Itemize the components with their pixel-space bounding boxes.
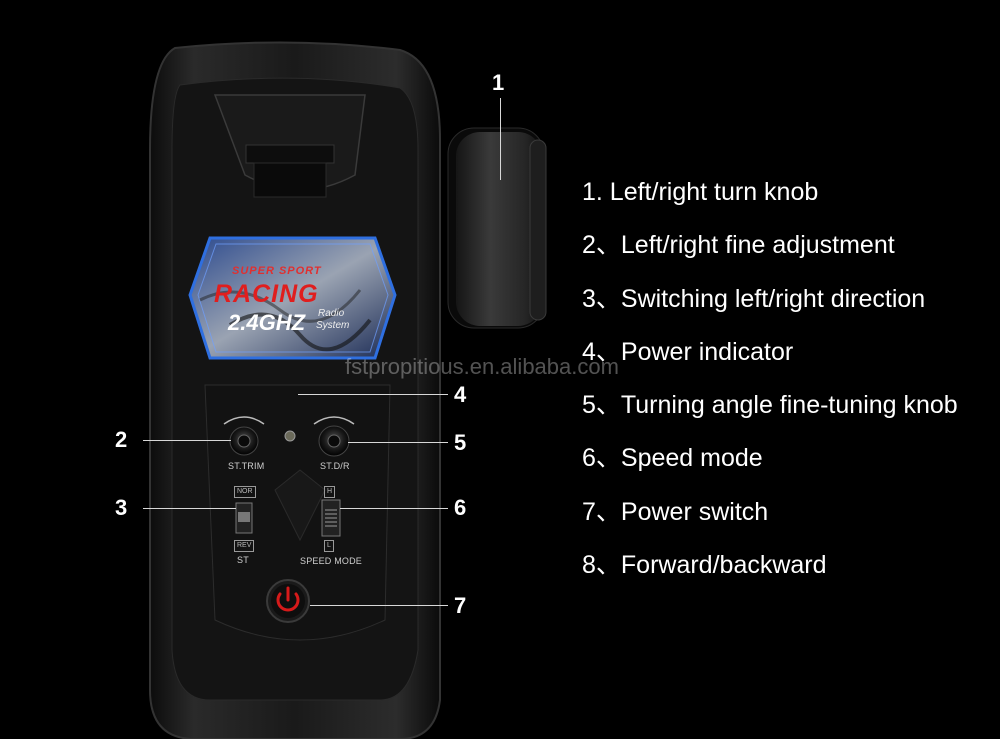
power-indicator-led [284, 430, 296, 442]
callout-3: 3 [115, 495, 128, 520]
legend-item: 2、Left/right fine adjustment [582, 231, 895, 260]
callout-5: 5 [454, 430, 467, 455]
legend-item: 4、Power indicator [582, 337, 794, 366]
callout-4: 4 [454, 382, 467, 407]
leader-3 [143, 508, 236, 509]
leader-6 [340, 508, 448, 509]
legend-item: 1. Left/right turn knob [582, 178, 819, 206]
st-trim-label: ST.TRIM [228, 461, 265, 471]
low-badge: L [324, 540, 334, 552]
leader-4 [298, 394, 448, 395]
leader-5 [348, 442, 448, 443]
legend-item: 6、Speed mode [582, 444, 763, 473]
radio-line1: Radio [318, 308, 345, 319]
leader-2 [143, 440, 231, 441]
watermark: fstpropitious.en.alibaba.com [345, 354, 619, 379]
st-dr-label: ST.D/R [320, 461, 350, 471]
rev-badge: REV [234, 540, 255, 552]
brand-line: SUPER SPORT [232, 265, 322, 277]
leader-1 [500, 98, 501, 180]
frequency-label: 2.4GHZ [228, 310, 306, 335]
callout-2: 2 [115, 427, 128, 452]
brand-panel [188, 236, 397, 360]
speed-mode-label: SPEED MODE [300, 556, 363, 566]
legend-item: 5、Turning angle fine-tuning knob [582, 391, 958, 420]
legend-item: 8、Forward/backward [582, 551, 827, 580]
power-button [266, 579, 310, 623]
nor-badge: NOR [234, 486, 256, 498]
high-badge: H [324, 486, 336, 498]
st-label: ST [237, 555, 249, 565]
callout-6: 6 [454, 495, 467, 520]
feature-legend: 1. Left/right turn knob 2、Left/right fin… [582, 175, 958, 601]
legend-item: 3、Switching left/right direction [582, 284, 926, 313]
steering-wheel [447, 127, 547, 329]
callout-7: 7 [454, 593, 467, 618]
radio-line2: System [316, 320, 350, 331]
leader-7 [310, 605, 448, 606]
legend-item: 7、Power switch [582, 497, 769, 526]
callout-1: 1 [492, 70, 505, 95]
brand-main: RACING [214, 280, 319, 308]
